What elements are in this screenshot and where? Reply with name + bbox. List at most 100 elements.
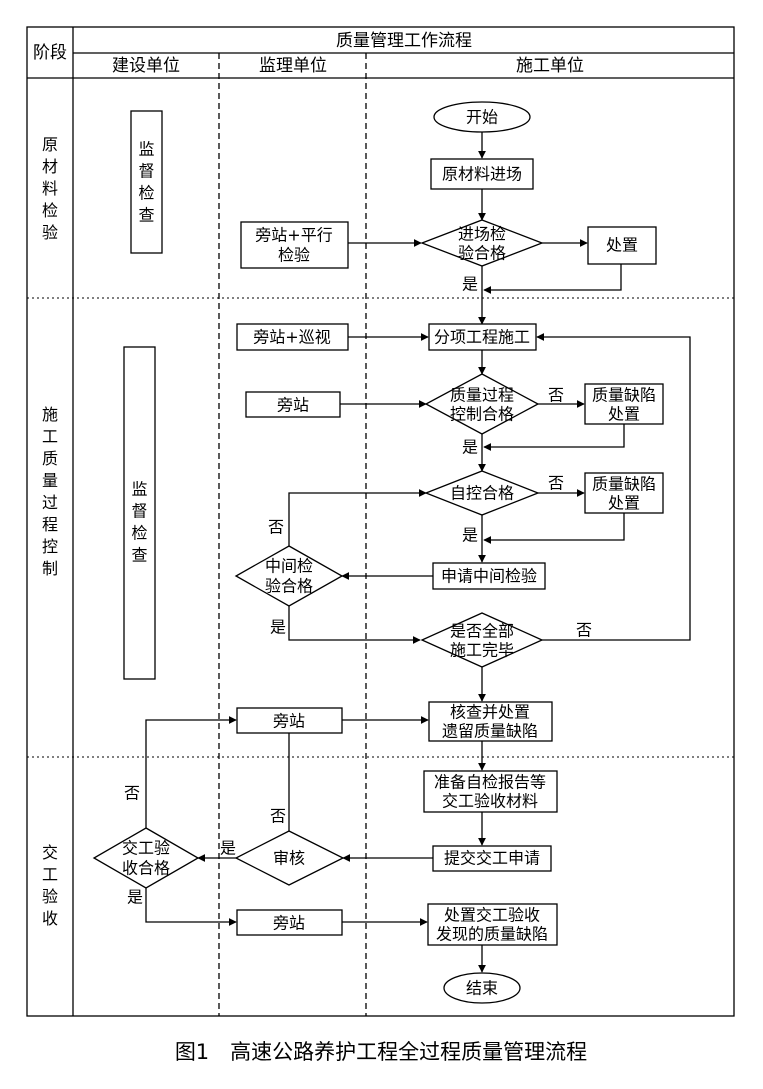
label-yes-acceptance: 是 bbox=[127, 888, 143, 907]
sidestation-box-1: 旁站 bbox=[245, 391, 341, 418]
svg-text:督: 督 bbox=[131, 502, 147, 521]
self-check-decision: 自控合格 bbox=[424, 470, 540, 516]
edge-labels: 是 否 是 否 是 否 是 否 否 是 否 是 bbox=[124, 275, 592, 907]
label-no-process: 否 bbox=[548, 386, 564, 405]
svg-text:施: 施 bbox=[42, 405, 58, 424]
sidestation-box-3: 旁站 bbox=[236, 909, 343, 936]
label-yes-selfcheck: 是 bbox=[462, 526, 478, 545]
label-no-review: 否 bbox=[270, 807, 286, 826]
label-yes-mid: 是 bbox=[270, 618, 286, 637]
svg-text:量: 量 bbox=[42, 471, 58, 490]
svg-text:旁站: 旁站 bbox=[273, 914, 305, 933]
svg-text:发现的质量缺陷: 发现的质量缺陷 bbox=[436, 925, 548, 944]
svg-text:旁站+巡视: 旁站+巡视 bbox=[253, 328, 330, 347]
svg-text:施工完毕: 施工完毕 bbox=[450, 641, 514, 660]
svg-text:材: 材 bbox=[42, 157, 58, 176]
prepare-report-box: 准备自检报告等 交工验收材料 bbox=[423, 770, 558, 813]
svg-text:提交交工申请: 提交交工申请 bbox=[444, 849, 540, 868]
svg-text:结束: 结束 bbox=[466, 979, 498, 998]
svg-text:验: 验 bbox=[42, 887, 58, 906]
svg-text:制: 制 bbox=[42, 559, 58, 578]
svg-text:质量缺陷: 质量缺陷 bbox=[592, 475, 656, 494]
svg-text:交: 交 bbox=[42, 843, 58, 862]
svg-text:准备自检报告等: 准备自检报告等 bbox=[434, 773, 546, 792]
svg-text:处置交工验收: 处置交工验收 bbox=[444, 906, 540, 925]
svg-text:监: 监 bbox=[138, 140, 154, 159]
connectors bbox=[145, 132, 691, 973]
svg-text:交工验收材料: 交工验收材料 bbox=[442, 792, 538, 811]
sidestation-parallel-box: 旁站+平行 检验 bbox=[240, 221, 349, 269]
svg-text:检: 检 bbox=[138, 184, 154, 203]
svg-text:检: 检 bbox=[42, 201, 58, 220]
label-no-complete: 否 bbox=[576, 621, 592, 640]
subitem-construction-box: 分项工程施工 bbox=[428, 323, 537, 351]
svg-text:交工验: 交工验 bbox=[122, 839, 170, 858]
phase-label-process-control: 施 工 质 量 过 程 控 制 bbox=[42, 405, 58, 578]
svg-text:验: 验 bbox=[42, 223, 58, 242]
phase-label-acceptance: 交 工 验 收 bbox=[42, 843, 58, 928]
svg-text:旁站+平行: 旁站+平行 bbox=[255, 226, 332, 245]
svg-text:旁站: 旁站 bbox=[277, 396, 309, 415]
svg-text:监: 监 bbox=[131, 480, 147, 499]
svg-text:验合格: 验合格 bbox=[458, 244, 506, 263]
handle-found-defects-box: 处置交工验收 发现的质量缺陷 bbox=[427, 903, 558, 946]
supervise-inspect-box-2: 监 督 检 查 bbox=[123, 346, 156, 680]
svg-text:检验: 检验 bbox=[278, 246, 310, 265]
svg-text:核查并处置: 核查并处置 bbox=[450, 703, 530, 722]
dispose-box: 处置 bbox=[587, 226, 657, 265]
svg-text:质量过程: 质量过程 bbox=[450, 386, 514, 405]
label-yes-review: 是 bbox=[220, 839, 236, 858]
svg-text:质量缺陷: 质量缺陷 bbox=[592, 386, 656, 405]
submit-application-box: 提交交工申请 bbox=[432, 845, 552, 872]
svg-text:进场检: 进场检 bbox=[458, 225, 506, 244]
svg-text:收: 收 bbox=[42, 909, 58, 928]
lane-dividers bbox=[218, 53, 367, 1016]
raw-material-entry-box: 原材料进场 bbox=[430, 158, 534, 190]
svg-text:查: 查 bbox=[131, 546, 147, 565]
sidestation-box-2: 旁站 bbox=[236, 707, 343, 734]
svg-text:工: 工 bbox=[42, 427, 58, 446]
svg-text:处置: 处置 bbox=[608, 405, 640, 424]
phase-label-raw-material: 原 材 料 检 验 bbox=[42, 135, 58, 242]
label-no-acceptance: 否 bbox=[124, 784, 140, 803]
start-node: 开始 bbox=[433, 101, 531, 133]
svg-text:自控合格: 自控合格 bbox=[450, 484, 514, 503]
review-decision: 审核 bbox=[234, 830, 345, 886]
svg-text:开始: 开始 bbox=[466, 108, 498, 127]
svg-text:程: 程 bbox=[42, 515, 58, 534]
svg-text:控: 控 bbox=[42, 537, 58, 556]
all-complete-decision: 是否全部 施工完毕 bbox=[420, 612, 544, 668]
apply-mid-inspection-box: 申请中间检验 bbox=[432, 562, 546, 590]
stage-header: 阶段 bbox=[33, 43, 67, 63]
svg-text:验合格: 验合格 bbox=[265, 577, 313, 596]
svg-text:申请中间检验: 申请中间检验 bbox=[441, 567, 537, 586]
supervise-inspect-box-1: 监 督 检 查 bbox=[130, 110, 163, 254]
label-no-mid: 否 bbox=[268, 518, 284, 537]
svg-text:分项工程施工: 分项工程施工 bbox=[434, 328, 530, 347]
svg-text:审核: 审核 bbox=[273, 849, 305, 868]
process-title: 质量管理工作流程 bbox=[336, 31, 472, 51]
defect-handling-box-1: 质量缺陷 处置 bbox=[584, 383, 664, 425]
svg-text:原: 原 bbox=[42, 135, 58, 154]
diagram-frame bbox=[26, 26, 735, 1017]
process-control-decision: 质量过程 控制合格 bbox=[424, 373, 540, 435]
svg-text:质: 质 bbox=[42, 449, 58, 468]
acceptance-decision: 交工验 收合格 bbox=[92, 827, 200, 889]
svg-text:遗留质量缺陷: 遗留质量缺陷 bbox=[442, 722, 538, 741]
label-yes-process: 是 bbox=[462, 438, 478, 457]
lane-header-contractor: 施工单位 bbox=[516, 56, 584, 76]
svg-text:检: 检 bbox=[131, 524, 147, 543]
svg-text:处置: 处置 bbox=[608, 494, 640, 513]
svg-text:收合格: 收合格 bbox=[122, 859, 170, 878]
figure-caption: 图1 高速公路养护工程全过程质量管理流程 bbox=[175, 1040, 587, 1064]
svg-text:处置: 处置 bbox=[606, 236, 638, 255]
svg-text:是否全部: 是否全部 bbox=[450, 622, 514, 641]
svg-text:过: 过 bbox=[42, 493, 58, 512]
verify-residual-defects-box: 核查并处置 遗留质量缺陷 bbox=[428, 701, 553, 742]
label-yes-entry: 是 bbox=[462, 275, 478, 294]
label-no-selfcheck: 否 bbox=[548, 474, 564, 493]
svg-text:查: 查 bbox=[138, 206, 154, 225]
svg-text:中间检: 中间检 bbox=[265, 557, 313, 576]
svg-text:工: 工 bbox=[42, 865, 58, 884]
sidestation-patrol-box: 旁站+巡视 bbox=[236, 323, 349, 351]
